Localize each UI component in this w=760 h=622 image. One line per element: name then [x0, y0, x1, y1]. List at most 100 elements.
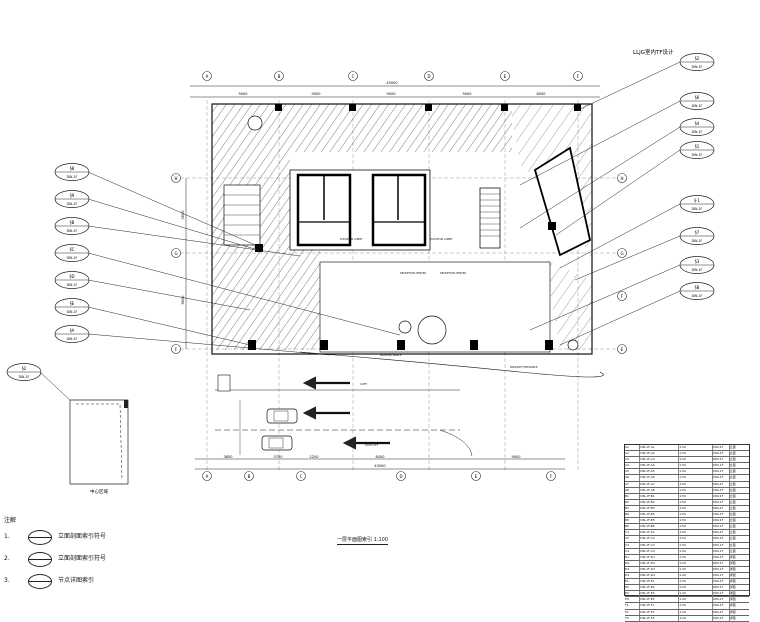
- schedule-cell: A3: [625, 457, 640, 463]
- car-icon: [266, 408, 298, 424]
- dim-bottom: 8450: [376, 455, 385, 459]
- schedule-cell: A6: [625, 475, 640, 481]
- svg-text:G: G: [174, 251, 177, 256]
- schedule-cell: 立面: [729, 445, 736, 449]
- schedule-cell: 立面: [729, 493, 736, 498]
- dim-top: 8000: [537, 92, 546, 96]
- schedule-cell: DIN-1F: [713, 487, 730, 493]
- schedule-cell: DIN-1F-B6: [640, 524, 680, 530]
- schedule-cell: 立面: [729, 475, 736, 480]
- schedule-cell: 1:50: [679, 463, 714, 469]
- schedule-cell: DIN-1F-B1: [640, 493, 680, 499]
- legend: 注解 1. 立面剖面索引符号 2. 立面剖面索引符号 3. 节点详图索引: [4, 518, 106, 592]
- schedule-cell: DIN-1F-F1: [640, 603, 680, 609]
- schedule-cell: 立面: [729, 451, 736, 456]
- schedule-cell: DIN-1F: [713, 451, 730, 457]
- schedule-cell: B5: [625, 518, 640, 524]
- schedule-cell: DIN-1F: [713, 585, 730, 591]
- schedule-cell: 1:20: [679, 597, 714, 603]
- schedule-cell: DIN-1F-A5: [640, 469, 680, 475]
- schedule-cell: A2: [625, 451, 640, 457]
- schedule-cell: 1:50: [679, 451, 714, 457]
- schedule-cell: DIN-1F-C1: [640, 530, 680, 536]
- schedule-cell: DIN-1F-F2: [640, 609, 680, 615]
- grid-bubble: E: [500, 71, 510, 81]
- schedule-cell: 1:50: [679, 505, 714, 512]
- schedule-cell: 1:20: [679, 579, 714, 585]
- schedule-cell: F1: [625, 603, 640, 609]
- schedule-cell: DIN-1F-F3: [640, 615, 680, 621]
- schedule-cell: DIN-1F: [713, 469, 730, 475]
- legend-row: 1. 立面剖面索引符号: [4, 526, 106, 548]
- schedule-cell: DIN-1F-E4: [640, 597, 680, 603]
- svg-text:§8: §8: [70, 166, 75, 171]
- svg-text:B: B: [248, 474, 251, 479]
- grid-bubble: H: [171, 173, 181, 183]
- svg-text:A: A: [206, 474, 209, 479]
- schedule-cell: C3: [625, 542, 640, 548]
- schedule-cell: DIN-1F: [713, 579, 730, 585]
- svg-text:DIN-1F: DIN-1F: [692, 104, 703, 108]
- grid-bubble: B: [244, 471, 254, 481]
- schedule-cell: 立面: [729, 505, 736, 510]
- svg-text:F: F: [577, 74, 580, 79]
- section-callout[interactable]: §D DIN-1F: [54, 271, 90, 289]
- dim-top: 9000: [239, 92, 248, 96]
- schedule-cell: DIN-1F: [713, 445, 730, 451]
- schedule-cell: 1:50: [679, 469, 714, 475]
- schedule-cell: DIN-1F-C3: [640, 542, 680, 548]
- svg-text:§A: §A: [70, 328, 75, 333]
- svg-text:C: C: [300, 474, 303, 479]
- schedule-cell: 1:50: [679, 487, 714, 493]
- grid-bubble: F: [573, 71, 583, 81]
- schedule-cell: 1:20: [679, 615, 714, 621]
- grid-bubble: C: [296, 471, 306, 481]
- svg-text:§D: §D: [69, 274, 74, 279]
- schedule-cell: DIN-1F-D4: [640, 572, 680, 579]
- grid-bubble: H: [617, 173, 627, 183]
- schedule-cell: DIN-1F-E2: [640, 585, 680, 591]
- svg-text:DIN-1F: DIN-1F: [67, 283, 78, 287]
- car-icon: [261, 435, 293, 451]
- schedule-cell: DIN-1F-A2: [640, 451, 680, 457]
- schedule-cell: DIN-1F: [713, 591, 730, 597]
- dim-top: 9000: [312, 92, 321, 96]
- schedule-cell: DIN-1F: [713, 457, 730, 463]
- schedule-cell: A4: [625, 463, 640, 469]
- svg-text:DIN-1F: DIN-1F: [67, 256, 78, 260]
- svg-text:DIN-1F: DIN-1F: [67, 175, 78, 179]
- schedule-cell: 1:20: [679, 572, 714, 579]
- schedule-cell: DIN-1F-D3: [640, 566, 680, 572]
- key-plan-label: 中心区域: [90, 488, 108, 495]
- schedule-cell: 立面: [729, 487, 736, 492]
- callout-symbol-icon: [28, 551, 52, 567]
- schedule-cell: 1:50: [679, 542, 714, 548]
- grid-bubble: C: [348, 71, 358, 81]
- dim-left: 3600: [181, 211, 185, 220]
- schedule-cell: DIN-1F-D1: [640, 554, 680, 560]
- svg-text:DIN-1F: DIN-1F: [692, 65, 703, 69]
- legend-title: 注解: [4, 517, 17, 524]
